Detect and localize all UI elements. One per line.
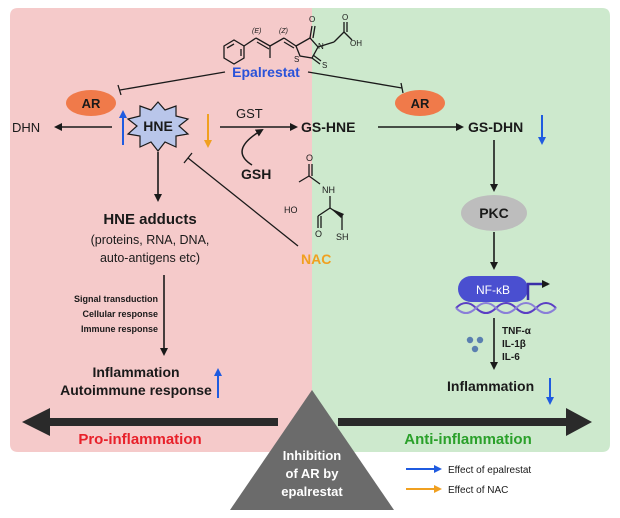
nac-label: NAC [301,251,331,267]
structure-z-label: (Z) [279,28,288,35]
gs-dhn-label: GS-DHN [468,119,523,135]
anti-inflammation-panel [312,8,610,452]
nac-ho-label: HO [284,205,298,215]
epalrestat-label: Epalrestat [232,64,300,80]
pkc-node [461,195,527,231]
ar-left-label: AR [82,96,101,111]
structure-n-label: N [318,42,324,51]
cytokine-tnf: TNF-α [502,326,532,337]
inflammation-left-label: Inflammation [92,364,179,380]
ar-right-node [395,90,445,116]
triangle-line-1: Inhibition [283,448,342,463]
cytokine-il1b: IL-1β [502,339,526,350]
structure-o-label: O [309,15,315,24]
pro-inflammation-label: Pro-inflammation [78,431,201,448]
hne-label: HNE [143,118,173,134]
structure-o2-label: O [342,13,348,22]
hne-adducts-label: HNE adducts [103,211,196,228]
response-signal-transduction: Signal transduction [74,294,158,304]
autoimmune-label: Autoimmune response [60,382,212,398]
hne-node [126,101,190,152]
response-immune: Immune response [81,324,158,334]
structure-s2-label: S [322,61,327,70]
pro-inflammation-panel [10,8,312,452]
gs-hne-label: GS-HNE [301,119,355,135]
epalrestat-structure [223,22,353,65]
nac-nh-label: NH [322,185,335,195]
dhn-label: DHN [12,120,40,135]
structure-e-label: (E) [252,28,261,35]
nac-sh-label: SH [336,232,349,242]
legend-epalrestat-label: Effect of epalrestat [448,465,531,476]
nfkb-node [458,276,528,302]
inflammation-right-label: Inflammation [447,378,534,394]
epalrestat-inhibition-right [307,71,404,94]
epalrestat-inhibition-left [117,71,226,96]
cytokine-dots-icon [466,336,484,353]
structure-s1-label: S [294,55,299,64]
gsh-cofactor-arrow [241,128,264,166]
cytokine-il6: IL-6 [502,352,520,363]
nac-o-label: O [306,153,313,163]
anti-inflammation-arrow [338,408,592,436]
transcription-arrow-icon [526,280,550,300]
gst-label: GST [236,106,263,121]
nfkb-label: NF-κB [476,283,510,297]
ar-right-label: AR [411,96,430,111]
legend-nac-label: Effect of NAC [448,485,508,496]
ar-left-node [66,90,116,116]
structure-oh-label: OH [350,39,362,48]
pkc-label: PKC [479,205,509,221]
response-cellular: Cellular response [82,309,158,319]
gsh-label: GSH [241,166,271,182]
ar-inhibition-triangle [230,390,394,510]
triangle-line-2: of AR by [286,466,340,481]
adducts-detail-line-1: (proteins, RNA, DNA, [91,233,210,247]
nac-o2-label: O [315,229,322,239]
anti-inflammation-label: Anti-inflammation [404,431,532,448]
dna-strand [455,302,557,314]
nac-wedge [330,208,344,218]
nac-inhibits-hne [183,152,299,247]
pro-inflammation-arrow [22,408,278,436]
triangle-line-3: epalrestat [281,484,343,499]
adducts-detail-line-2: auto-antigens etc) [100,251,200,265]
